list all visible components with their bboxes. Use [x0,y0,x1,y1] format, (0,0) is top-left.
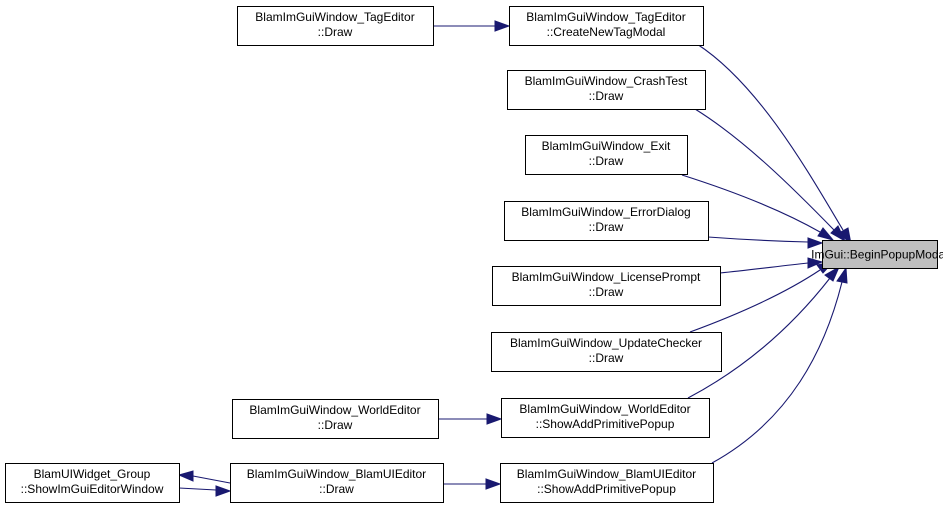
node-box [501,398,710,438]
edge-line [707,236,809,243]
node-box [500,463,714,503]
node-box [525,135,688,175]
node-exit-draw[interactable]: BlamImGuiWindow_Exit::Draw [525,135,688,175]
edge-line [696,43,844,231]
arrowhead-icon [215,485,232,497]
node-label-line: BlamImGuiWindow_BlamUIEditor [517,467,696,481]
node-label-line: BlamImGuiWindow_BlamUIEditor [247,467,426,481]
arrowhead-icon [485,478,502,490]
node-label-line: ::ShowAddPrimitivePopup [536,417,675,431]
node-label-line: ::CreateNewTagModal [547,25,666,39]
node-tag-editor-create-new-tag-modal[interactable]: BlamImGuiWindow_TagEditor::CreateNewTagM… [509,6,704,46]
node-box [230,463,444,503]
arrowhead-icon [807,237,824,249]
node-label-line: ::Draw [318,418,353,432]
node-label-line: ImGui::BeginPopupModal [811,248,943,262]
node-blam-ui-editor-draw[interactable]: BlamImGuiWindow_BlamUIEditor::Draw [230,463,444,503]
edge-line [178,487,217,491]
node-label-line: ::Draw [589,285,624,299]
edge-world-editor-show-add-primitive-popup-to-imgui-begin-popup-modal [687,265,841,399]
arrowhead-icon [486,413,503,425]
node-box [237,6,434,46]
node-label-line: BlamImGuiWindow_WorldEditor [519,402,690,416]
node-box [822,240,938,269]
edge-license-prompt-draw-to-imgui-begin-popup-modal [719,257,824,274]
edge-tag-editor-draw-to-tag-editor-create-new-tag-modal [433,20,511,32]
arrowhead-icon [494,20,511,32]
node-crash-test-draw[interactable]: BlamImGuiWindow_CrashTest::Draw [507,70,706,110]
node-label-line: BlamImGuiWindow_ErrorDialog [521,205,690,219]
node-ui-widget-group-show-editor-window[interactable]: BlamUIWidget_Group::ShowImGuiEditorWindo… [5,463,180,503]
node-label-line: BlamImGuiWindow_TagEditor [255,10,414,24]
node-label-line: ::Draw [589,154,624,168]
arrowhead-icon [830,225,847,243]
edge-line [694,108,835,231]
node-box [232,399,439,439]
edge-line [192,475,231,484]
edge-exit-draw-to-imgui-begin-popup-modal [681,174,835,241]
edge-line [687,277,831,399]
node-label-line: BlamImGuiWindow_CrashTest [525,74,688,88]
node-label-line: BlamImGuiWindow_LicensePrompt [512,270,701,284]
node-label-line: BlamImGuiWindow_WorldEditor [249,403,420,417]
arrowhead-icon [824,265,841,282]
node-world-editor-show-add-primitive-popup[interactable]: BlamImGuiWindow_WorldEditor::ShowAddPrim… [501,398,710,438]
node-box [491,332,722,372]
node-label-line: ::Draw [589,220,624,234]
edge-tag-editor-create-new-tag-modal-to-imgui-begin-popup-modal [696,43,852,246]
edge-crash-test-draw-to-imgui-begin-popup-modal [694,108,847,243]
arrowhead-icon [817,227,835,241]
edge-blam-ui-editor-draw-to-ui-widget-group-show-editor-window [177,470,231,484]
node-box [509,6,704,46]
node-label-line: ::Draw [318,25,353,39]
node-label-line: BlamImGuiWindow_TagEditor [526,10,685,24]
node-error-dialog-draw[interactable]: BlamImGuiWindow_ErrorDialog::Draw [504,201,709,241]
node-box [5,463,180,503]
node-label-line: ::Draw [589,89,624,103]
nodes-layer: BlamImGuiWindow_TagEditor::DrawBlamImGui… [5,6,943,503]
arrowhead-icon [807,257,824,269]
node-label-line: ::ShowAddPrimitivePopup [537,482,676,496]
node-label-line: ::Draw [319,482,354,496]
node-imgui-begin-popup-modal[interactable]: ImGui::BeginPopupModal [811,240,943,269]
node-label-line: ::ShowImGuiEditorWindow [21,482,164,496]
edge-blam-ui-editor-show-add-primitive-popup-to-imgui-begin-popup-modal [711,266,848,464]
node-license-prompt-draw[interactable]: BlamImGuiWindow_LicensePrompt::Draw [492,266,721,306]
edge-line [689,269,821,333]
node-box [492,266,721,306]
node-box [504,201,709,241]
node-blam-ui-editor-show-add-primitive-popup[interactable]: BlamImGuiWindow_BlamUIEditor::ShowAddPri… [500,463,714,503]
edge-ui-widget-group-show-editor-window-to-blam-ui-editor-draw [178,485,232,497]
node-update-checker-draw[interactable]: BlamImGuiWindow_UpdateChecker::Draw [491,332,722,372]
node-label-line: BlamUIWidget_Group [34,467,151,481]
node-tag-editor-draw[interactable]: BlamImGuiWindow_TagEditor::Draw [237,6,434,46]
edge-error-dialog-draw-to-imgui-begin-popup-modal [707,236,824,249]
edge-line [719,262,809,274]
node-label-line: ::Draw [589,351,624,365]
node-world-editor-draw[interactable]: BlamImGuiWindow_WorldEditor::Draw [232,399,439,439]
node-label-line: BlamImGuiWindow_UpdateChecker [510,336,702,350]
node-label-line: BlamImGuiWindow_Exit [542,139,671,153]
edge-line [711,281,843,464]
edge-line [681,174,821,233]
edge-world-editor-draw-to-world-editor-show-add-primitive-popup [438,413,503,425]
arrowhead-icon [836,266,848,284]
node-box [507,70,706,110]
arrowhead-icon [177,470,194,482]
edge-blam-ui-editor-draw-to-blam-ui-editor-show-add-primitive-popup [443,478,502,490]
